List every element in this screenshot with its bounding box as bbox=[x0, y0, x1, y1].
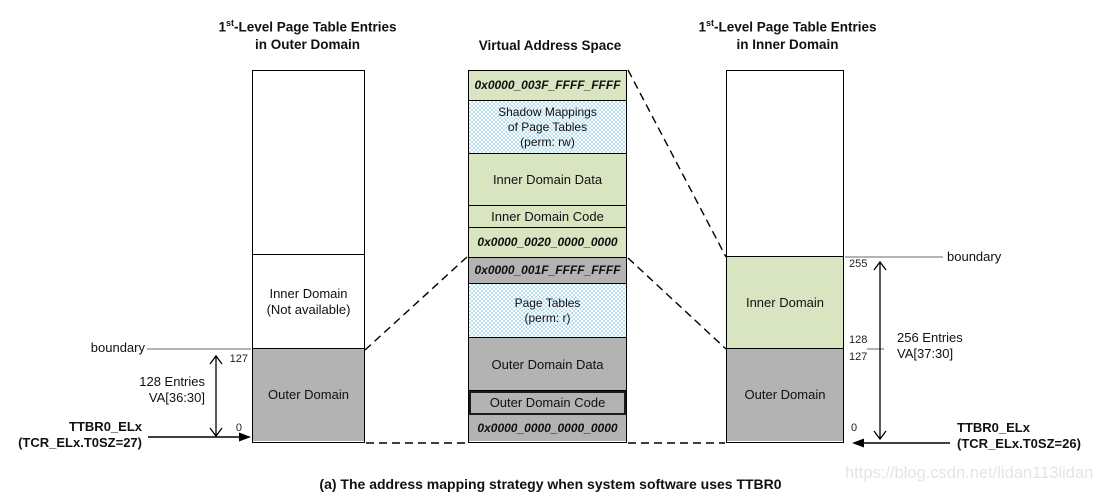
va-inner-domain-code: Inner Domain Code bbox=[469, 206, 626, 228]
left-column-title: 1st-Level Page Table Entries in Outer Do… bbox=[195, 15, 420, 53]
outer-table-inner-label-line2: (Not available) bbox=[266, 301, 351, 317]
right-entries-line1: 256 Entries bbox=[897, 330, 963, 345]
left-ttbr-line2: (TCR_ELx.T0SZ=27) bbox=[18, 435, 142, 450]
left-title-rest: -Level Page Table Entries bbox=[233, 19, 397, 35]
right-title-line1: 1st-Level Page Table Entries bbox=[675, 15, 900, 36]
va-shadow-line2: of Page Tables bbox=[507, 119, 588, 134]
va-shadow-mappings: Shadow Mappings of Page Tables (perm: rw… bbox=[469, 101, 626, 154]
left-boundary-label: boundary bbox=[90, 340, 145, 355]
va-addr-bottom: 0x0000_0000_0000_0000 bbox=[469, 415, 626, 441]
va-addr-top: 0x0000_003F_FFFF_FFFF bbox=[469, 71, 626, 101]
right-ttbr-arrow-head bbox=[852, 438, 864, 448]
right-tick-127: 127 bbox=[849, 351, 868, 363]
left-entries-line2: VA[36:30] bbox=[148, 390, 205, 405]
va-page-tables: Page Tables (perm: r) bbox=[469, 284, 626, 338]
center-column-title: Virtual Address Space bbox=[478, 38, 622, 53]
va-addr-inner-base: 0x0000_0020_0000_0000 bbox=[469, 228, 626, 258]
right-entries-line2: VA[37:30] bbox=[897, 346, 954, 361]
va-shadow-line3: (perm: rw) bbox=[520, 134, 575, 149]
right-range-arrow-down-head bbox=[873, 430, 887, 441]
right-ttbr-line2: (TCR_ELx.T0SZ=26) bbox=[957, 436, 1081, 451]
left-title-line1: 1st-Level Page Table Entries bbox=[195, 15, 420, 36]
va-inner-domain-data: Inner Domain Data bbox=[469, 154, 626, 206]
va-outer-domain-data: Outer Domain Data bbox=[469, 338, 626, 391]
va-page-tables-line1: Page Tables bbox=[514, 295, 581, 310]
outer-table-inner-section: Inner Domain (Not available) bbox=[253, 255, 364, 349]
right-range-arrow-up-head bbox=[873, 260, 887, 271]
outer-domain-page-table: Inner Domain (Not available) Outer Domai… bbox=[252, 70, 365, 443]
right-column-title: 1st-Level Page Table Entries in Inner Do… bbox=[675, 15, 900, 53]
inner-table-inner-section: Inner Domain bbox=[727, 257, 843, 349]
watermark-text: https://blog.csdn.net/lidan113lidan bbox=[845, 464, 1094, 482]
inner-table-inner-label: Inner Domain bbox=[745, 294, 825, 310]
left-title-num: 1 bbox=[218, 19, 226, 35]
left-entries-line1: 128 Entries bbox=[139, 374, 205, 389]
va-page-tables-line2: (perm: r) bbox=[524, 310, 571, 325]
right-title-num: 1 bbox=[698, 19, 706, 35]
right-entries-label: 256 Entries VA[37:30] bbox=[897, 330, 1007, 362]
va-addr-outer-top: 0x0000_001F_FFFF_FFFF bbox=[469, 258, 626, 284]
right-title-rest: -Level Page Table Entries bbox=[713, 19, 877, 35]
dash-right-boundary-connector bbox=[627, 257, 727, 350]
right-tick-255: 255 bbox=[849, 258, 868, 270]
va-shadow-line1: Shadow Mappings bbox=[498, 104, 597, 119]
left-entries-label: 128 Entries VA[36:30] bbox=[105, 374, 205, 406]
right-ttbr-label: TTBR0_ELx (TCR_ELx.T0SZ=26) bbox=[957, 420, 1101, 452]
right-tick-0: 0 bbox=[851, 422, 858, 434]
outer-table-outer-label: Outer Domain bbox=[268, 387, 349, 402]
virtual-address-space: 0x0000_003F_FFFF_FFFF Shadow Mappings of… bbox=[468, 70, 627, 443]
right-title-line2: in Inner Domain bbox=[736, 36, 839, 52]
inner-domain-page-table: Inner Domain Outer Domain bbox=[726, 70, 844, 443]
inner-table-empty-section bbox=[727, 71, 843, 257]
dash-right-top-connector bbox=[627, 69, 727, 258]
va-outer-domain-code: Outer Domain Code bbox=[469, 391, 626, 415]
left-title-sup: st bbox=[225, 18, 234, 28]
right-title-sup: st bbox=[705, 18, 714, 28]
figure-caption: (a) The address mapping strategy when sy… bbox=[319, 476, 782, 492]
left-ttbr-line1: TTBR0_ELx bbox=[69, 419, 142, 434]
left-ttbr-label: TTBR0_ELx (TCR_ELx.T0SZ=27) bbox=[0, 419, 142, 451]
dash-left-boundary-connector bbox=[364, 256, 468, 351]
left-tick-127: 127 bbox=[229, 353, 248, 365]
right-boundary-label: boundary bbox=[947, 249, 1002, 264]
outer-table-inner-label-line1: Inner Domain bbox=[269, 285, 348, 301]
left-tick-0: 0 bbox=[235, 422, 242, 434]
right-ttbr-line1: TTBR0_ELx bbox=[957, 420, 1030, 435]
outer-table-outer-section: Outer Domain bbox=[253, 349, 364, 441]
right-tick-128: 128 bbox=[849, 334, 868, 346]
outer-table-empty-section bbox=[253, 71, 364, 255]
left-title-line2: in Outer Domain bbox=[254, 36, 360, 52]
inner-table-outer-section: Outer Domain bbox=[727, 349, 843, 441]
inner-table-outer-label: Outer Domain bbox=[744, 387, 826, 402]
